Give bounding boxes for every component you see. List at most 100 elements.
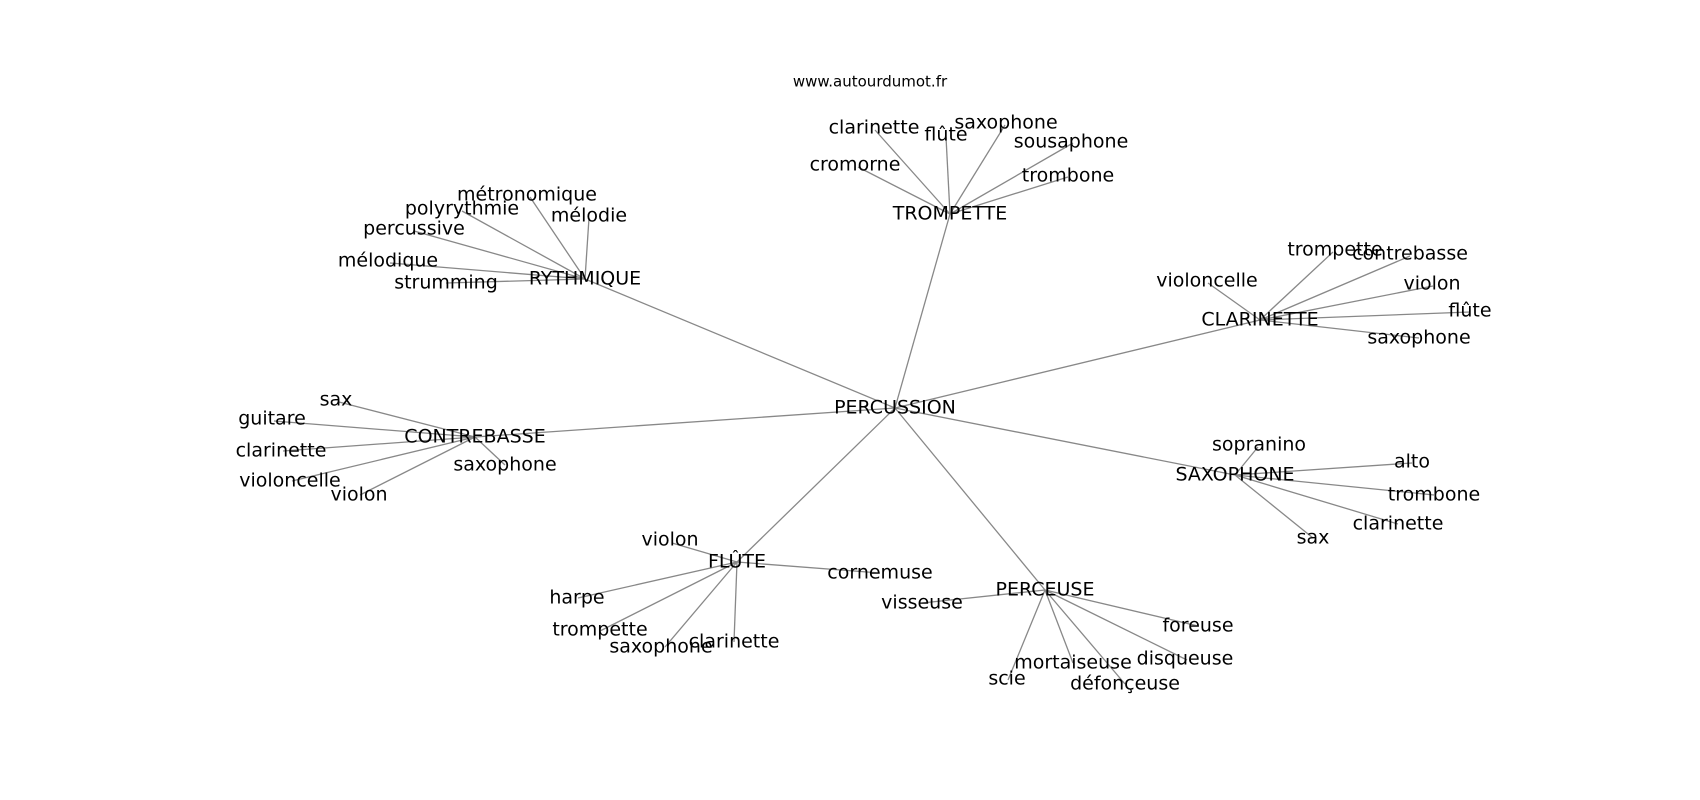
edge-flute-leaf bbox=[733, 561, 738, 643]
edge-trompette-leaf bbox=[949, 124, 1006, 215]
leaf-node-trompette: sousaphone bbox=[1014, 131, 1129, 153]
hub-node-clarinette: CLARINETTE bbox=[1201, 309, 1318, 331]
edge-rythmique-leaf bbox=[389, 262, 586, 280]
leaf-node-contrebasse: violoncelle bbox=[239, 470, 340, 492]
edge-center-trompette bbox=[894, 213, 951, 409]
leaf-node-clarinette: trompette bbox=[1287, 239, 1382, 261]
edge-rythmique-leaf bbox=[584, 217, 590, 280]
leaf-node-contrebasse: sax bbox=[320, 389, 353, 411]
leaf-node-perceuse: mortaiseuse bbox=[1014, 652, 1132, 674]
edge-flute-leaf bbox=[599, 561, 738, 632]
edge-rythmique-leaf bbox=[529, 196, 586, 280]
edge-trompette-leaf bbox=[949, 176, 1069, 215]
leaf-node-flute: violon bbox=[641, 529, 698, 551]
edge-saxophone-leaf bbox=[1234, 474, 1399, 525]
edge-flute-leaf bbox=[664, 561, 738, 648]
edge-trompette-leaf bbox=[874, 129, 951, 215]
leaf-node-perceuse: disqueuse bbox=[1137, 648, 1234, 670]
leaf-node-trompette: cromorne bbox=[810, 154, 901, 176]
leaf-node-contrebasse: saxophone bbox=[453, 454, 556, 476]
edge-trompette-leaf bbox=[949, 142, 1074, 215]
edge-flute-leaf bbox=[736, 561, 881, 574]
leaf-node-trompette: trombone bbox=[1022, 165, 1114, 187]
leaf-node-flute: clarinette bbox=[689, 631, 780, 653]
edge-clarinette-leaf bbox=[1259, 311, 1471, 321]
graph-labels: www.autourdumot.fr PERCUSSION TROMPETTE c… bbox=[236, 73, 1492, 695]
leaf-node-trompette: saxophone bbox=[954, 112, 1057, 134]
edge-perceuse-leaf bbox=[1007, 589, 1046, 681]
source-label: www.autourdumot.fr bbox=[793, 73, 948, 91]
leaf-node-saxophone: clarinette bbox=[1353, 513, 1444, 535]
edge-clarinette-leaf bbox=[1259, 255, 1411, 321]
edge-saxophone-leaf bbox=[1234, 474, 1435, 496]
edge-contrebasse-leaf bbox=[291, 436, 476, 482]
edge-trompette-leaf bbox=[857, 166, 951, 215]
leaf-node-rythmique: polyrythmie bbox=[405, 198, 519, 220]
edge-contrebasse-leaf bbox=[338, 401, 476, 438]
edge-trompette-leaf bbox=[945, 136, 951, 215]
edge-contrebasse-leaf bbox=[359, 436, 476, 496]
leaf-node-rythmique: mélodie bbox=[551, 205, 627, 227]
leaf-node-perceuse: visseuse bbox=[881, 592, 963, 614]
edge-rythmique-leaf bbox=[461, 210, 586, 280]
hub-node-contrebasse: CONTREBASSE bbox=[404, 426, 545, 448]
hub-node-perceuse: PERCEUSE bbox=[996, 579, 1095, 601]
leaf-node-contrebasse: clarinette bbox=[236, 440, 327, 462]
edge-center-flute bbox=[736, 407, 896, 563]
edge-clarinette-leaf bbox=[1259, 319, 1420, 339]
edge-contrebasse-leaf bbox=[282, 436, 476, 452]
edge-perceuse-leaf bbox=[1044, 589, 1126, 685]
leaf-node-perceuse: scie bbox=[988, 668, 1025, 690]
edge-contrebasse-leaf bbox=[273, 420, 476, 438]
edge-center-rythmique bbox=[584, 278, 896, 409]
hub-node-saxophone: SAXOPHONE bbox=[1175, 464, 1294, 486]
leaf-node-perceuse: défonçeuse bbox=[1070, 673, 1180, 695]
leaf-node-saxophone: trombone bbox=[1388, 484, 1480, 506]
leaf-node-trompette: flûte bbox=[924, 124, 967, 146]
edge-contrebasse-leaf bbox=[474, 436, 506, 466]
edge-center-perceuse bbox=[894, 407, 1046, 591]
edge-perceuse-leaf bbox=[1044, 589, 1074, 664]
leaf-node-contrebasse: guitare bbox=[238, 408, 306, 430]
hub-node-trompette: TROMPETTE bbox=[892, 203, 1008, 225]
edge-rythmique-leaf bbox=[413, 230, 586, 280]
leaf-node-saxophone: sopranino bbox=[1212, 434, 1306, 456]
leaf-node-trompette: clarinette bbox=[829, 117, 920, 139]
edge-clarinette-leaf bbox=[1259, 285, 1434, 321]
edge-saxophone-leaf bbox=[1234, 474, 1314, 539]
edge-flute-leaf bbox=[671, 542, 738, 563]
leaf-node-clarinette: flûte bbox=[1448, 300, 1491, 322]
hub-node-rythmique: RYTHMIQUE bbox=[529, 268, 641, 290]
leaf-node-flute: cornemuse bbox=[827, 562, 932, 584]
edge-center-contrebasse bbox=[474, 407, 896, 438]
leaf-node-rythmique: percussive bbox=[363, 218, 465, 240]
graph-edges bbox=[273, 124, 1471, 685]
leaf-node-clarinette: contrebasse bbox=[1352, 243, 1468, 265]
edge-saxophone-leaf bbox=[1234, 446, 1259, 476]
edge-clarinette-leaf bbox=[1259, 251, 1334, 321]
edge-center-saxophone bbox=[894, 407, 1236, 476]
leaf-node-rythmique: mélodique bbox=[338, 250, 438, 272]
edge-flute-leaf bbox=[577, 561, 738, 599]
leaf-node-rythmique: strumming bbox=[394, 272, 498, 294]
leaf-node-flute: trompette bbox=[552, 619, 647, 641]
leaf-node-flute: harpe bbox=[549, 587, 604, 609]
edge-saxophone-leaf bbox=[1234, 462, 1413, 476]
edge-clarinette-leaf bbox=[1207, 282, 1261, 321]
edge-perceuse-leaf bbox=[921, 589, 1046, 604]
edge-perceuse-leaf bbox=[1044, 589, 1188, 661]
leaf-node-flute: saxophone bbox=[609, 636, 712, 658]
leaf-node-clarinette: violon bbox=[1403, 273, 1460, 295]
leaf-node-perceuse: foreuse bbox=[1162, 615, 1233, 637]
leaf-node-clarinette: violoncelle bbox=[1156, 270, 1257, 292]
edge-center-clarinette bbox=[894, 319, 1261, 409]
center-node-label: PERCUSSION bbox=[834, 397, 956, 419]
edge-perceuse-leaf bbox=[1044, 589, 1199, 627]
edge-rythmique-leaf bbox=[445, 278, 586, 284]
leaf-node-saxophone: alto bbox=[1394, 451, 1430, 473]
hub-node-flute: FLÛTE bbox=[708, 549, 766, 573]
leaf-node-saxophone: sax bbox=[1297, 527, 1330, 549]
leaf-node-contrebasse: violon bbox=[330, 484, 387, 506]
leaf-node-clarinette: saxophone bbox=[1367, 327, 1470, 349]
